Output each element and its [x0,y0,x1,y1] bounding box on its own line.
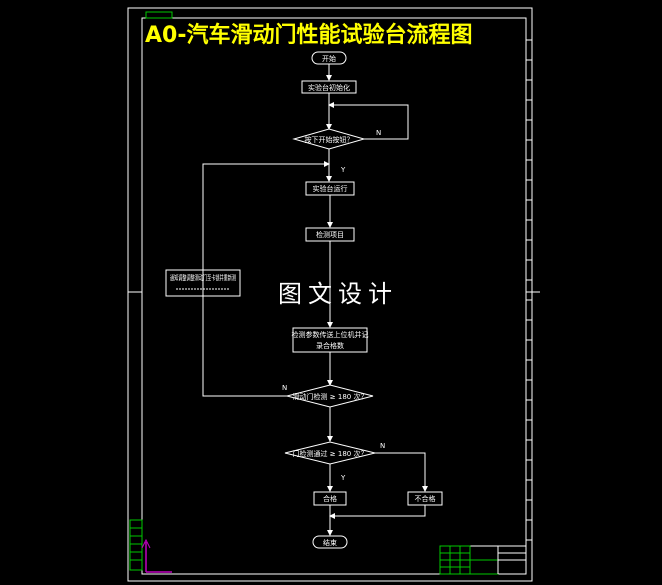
decision3-label: 门检测通过 ≥ 180 次？ [293,449,368,458]
decision3-no-label: N [380,442,385,450]
fail-label: 不合格 [415,494,436,503]
ucs-axis-icon [141,538,172,573]
decision1-yes-label: Y [340,166,346,174]
init-label: 实验台初始化 [308,83,350,92]
drawing-title: A0-汽车滑动门性能试验台流程图 [145,22,472,48]
decision3-no-branch [375,452,428,492]
left-revision-block [129,519,143,571]
run-label: 实验台运行 [313,184,348,193]
watermark-text: 图文设计 [278,280,398,308]
pass-label: 合格 [323,494,337,503]
title-block [439,545,527,575]
outer-frame [127,7,533,582]
sheet-tag [145,11,173,19]
decision1-no-loop [328,102,409,140]
end-terminator [312,535,348,549]
start-label: 开始 [322,54,336,63]
decision2-no-loop [202,161,330,397]
process-label-line1: 检测参数传送上位机并记 [292,330,369,339]
decision1-label: 按下开始按钮？ [305,135,354,144]
arrow-fail-merge [329,505,426,519]
test-items-label: 检测项目 [316,230,344,239]
decision1-no-label: N [376,129,381,137]
end-label: 结束 [323,538,337,547]
decision2-label: 滑动门检测 ≥ 180 次？ [293,392,368,401]
process-label-line2: 录合格数 [316,341,344,350]
decision2-no-label: N [282,384,287,392]
process-box [292,327,368,353]
decision2-diamond [286,384,374,408]
decision3-yes-label: Y [340,474,346,482]
right-margin-ruler [526,39,532,541]
inner-frame [141,17,527,575]
